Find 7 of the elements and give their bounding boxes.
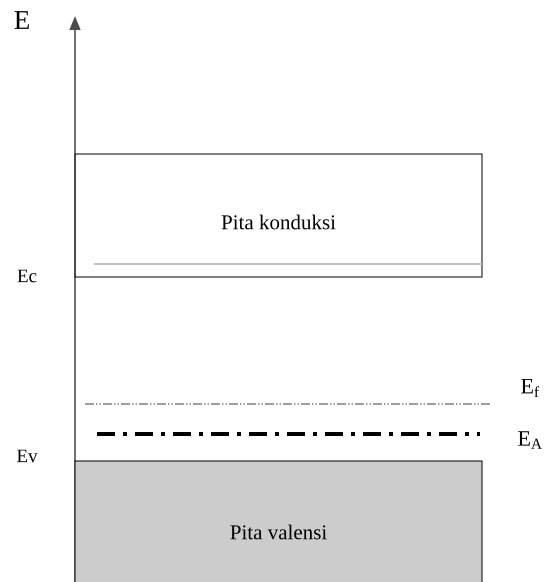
axis-label: E$_{A}$: [518, 431, 542, 449]
band-box: Pita valensi: [74, 460, 482, 582]
axis-label: Ec: [18, 270, 36, 282]
axis-label: E$_{f}$: [521, 378, 540, 398]
axis-label: Ev: [17, 450, 38, 462]
band-box: Pita konduksi: [74, 154, 482, 278]
axis-label: E: [14, 11, 29, 29]
